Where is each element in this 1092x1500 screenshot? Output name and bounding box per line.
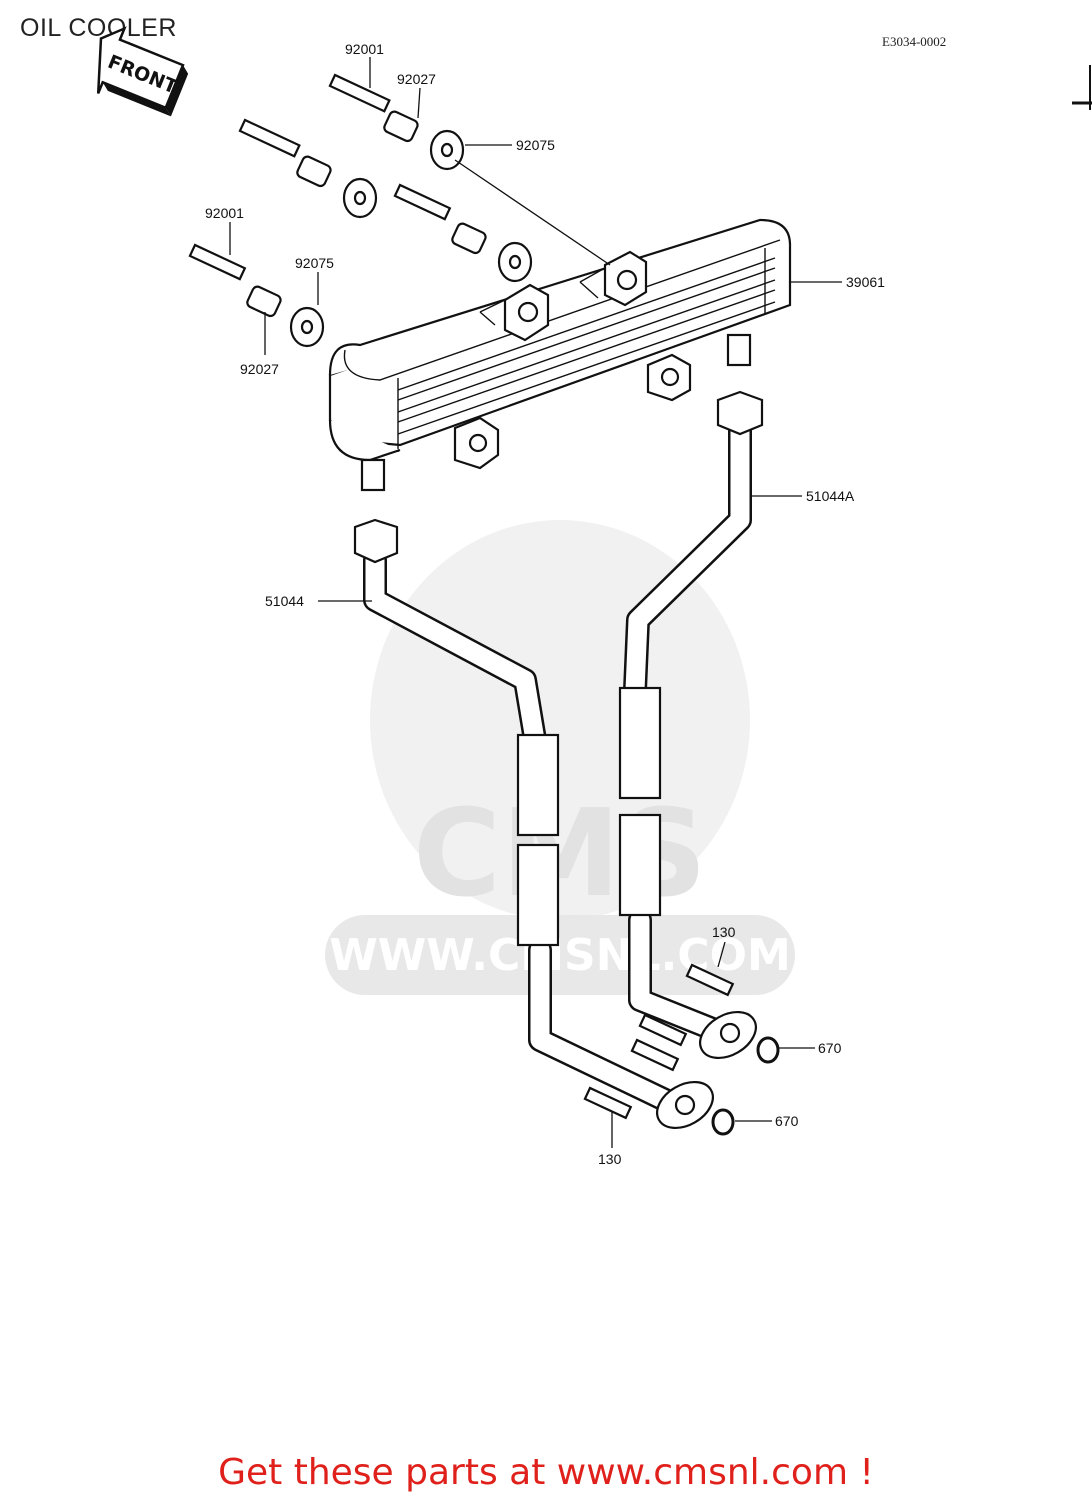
label-collar-left: 92027 <box>240 361 279 377</box>
oil-pipes <box>353 390 764 1130</box>
leader-lines <box>229 57 842 1148</box>
label-collar-upper: 92027 <box>397 71 436 87</box>
front-arrow: FRONT <box>96 26 189 117</box>
label-oring-upper: 670 <box>818 1040 842 1056</box>
footer-promo[interactable]: Get these parts at www.cmsnl.com ! <box>218 1452 874 1493</box>
fasteners <box>188 73 780 1136</box>
label-pipe-right: 51044A <box>806 488 855 504</box>
label-bolt-left: 92001 <box>205 205 244 221</box>
label-oring-lower: 670 <box>775 1113 799 1129</box>
part-labels: 92001 92027 92075 92001 92075 92027 3906… <box>205 41 885 1167</box>
diagram-code: E3034-0002 <box>882 34 947 49</box>
oil-cooler-body <box>328 218 792 492</box>
label-bolt-130-lower: 130 <box>598 1151 622 1167</box>
label-cooler: 39061 <box>846 274 885 290</box>
label-grommet-left: 92075 <box>295 255 334 271</box>
watermark-url: WWW.CMSNL.COM <box>329 930 791 981</box>
label-pipe-left: 51044 <box>265 593 304 609</box>
watermark-brand: CMS <box>413 785 707 924</box>
label-bolt-upper: 92001 <box>345 41 384 57</box>
label-grommet-upper: 92075 <box>516 137 555 153</box>
label-bolt-130-upper: 130 <box>712 924 736 940</box>
page-title: OIL COOLER <box>20 14 177 42</box>
